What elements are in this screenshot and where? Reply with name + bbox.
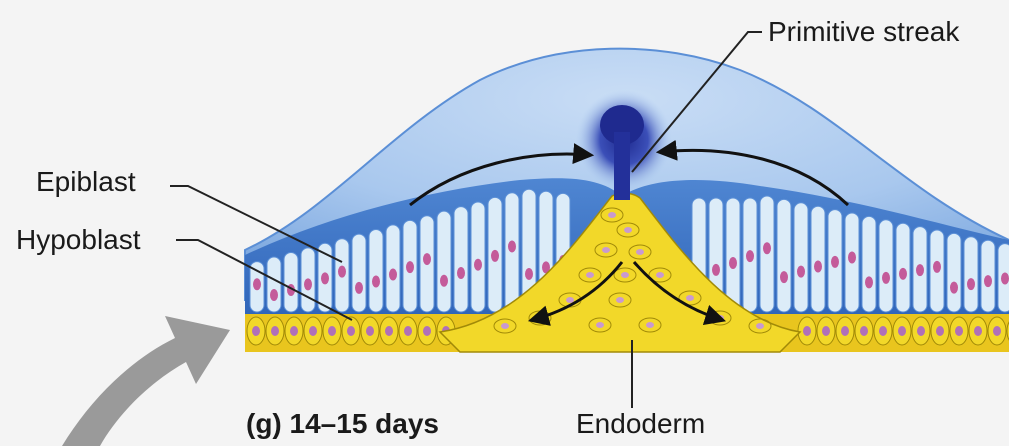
epiblast-cell: [981, 240, 995, 312]
epiblast-cell: [471, 202, 485, 312]
hypoblast-cell: [988, 317, 1006, 345]
hypoblast-cell: [285, 317, 303, 345]
epiblast-cell: [930, 230, 944, 312]
hypoblast-cell: [912, 317, 930, 345]
epiblast-cell: [913, 227, 927, 312]
hypoblast-cell: [361, 317, 379, 345]
epiblast-cell: [352, 234, 366, 312]
epiblast-cell: [386, 225, 400, 312]
hypoblast-cell: [247, 317, 265, 345]
label-endoderm: Endoderm: [576, 410, 705, 438]
label-primitive-streak: Primitive streak: [768, 18, 959, 46]
hypoblast-cell: [874, 317, 892, 345]
hypoblast-cell: [342, 317, 360, 345]
epiblast-cell: [284, 252, 298, 312]
hypoblast-cell: [399, 317, 417, 345]
label-hypoblast: Hypoblast: [16, 226, 141, 254]
epiblast-cell: [811, 206, 825, 312]
epiblast-cell: [420, 216, 434, 312]
epiblast-cell: [777, 199, 791, 312]
epiblast-cell: [488, 197, 502, 312]
epiblast-cell: [369, 230, 383, 312]
epiblast-cell: [726, 198, 740, 312]
label-epiblast: Epiblast: [36, 168, 136, 196]
epiblast-cell: [862, 216, 876, 312]
hypoblast-cell: [798, 317, 816, 345]
epiblast-cell: [454, 207, 468, 312]
hypoblast-cell: [893, 317, 911, 345]
epiblast-cell: [437, 211, 451, 312]
epiblast-cell: [964, 237, 978, 312]
epiblast-cell: [505, 193, 519, 312]
epiblast-cell: [335, 239, 349, 312]
hypoblast-cell: [380, 317, 398, 345]
hypoblast-cell: [266, 317, 284, 345]
epiblast-cell: [998, 244, 1009, 312]
hypoblast-cell: [418, 317, 436, 345]
epiblast-cell: [301, 248, 315, 312]
epiblast-cell: [828, 210, 842, 312]
hypoblast-cell: [855, 317, 873, 345]
hypoblast-cell: [969, 317, 987, 345]
epiblast-cell: [947, 233, 961, 312]
epiblast-cell: [794, 203, 808, 312]
epiblast-cell: [896, 223, 910, 312]
hypoblast-cell: [323, 317, 341, 345]
epiblast-cell: [879, 220, 893, 312]
epiblast-cell: [743, 198, 757, 312]
hypoblast-cell: [950, 317, 968, 345]
epiblast-cell: [845, 213, 859, 312]
hypoblast-cell: [304, 317, 322, 345]
hypoblast-cell: [931, 317, 949, 345]
epiblast-cell: [403, 220, 417, 312]
hypoblast-cell: [817, 317, 835, 345]
epiblast-cell: [760, 196, 774, 312]
epiblast-cell: [267, 257, 281, 312]
curved-arrow-icon: [62, 316, 230, 446]
figure-caption: (g) 14–15 days: [246, 410, 439, 438]
hypoblast-cell: [836, 317, 854, 345]
